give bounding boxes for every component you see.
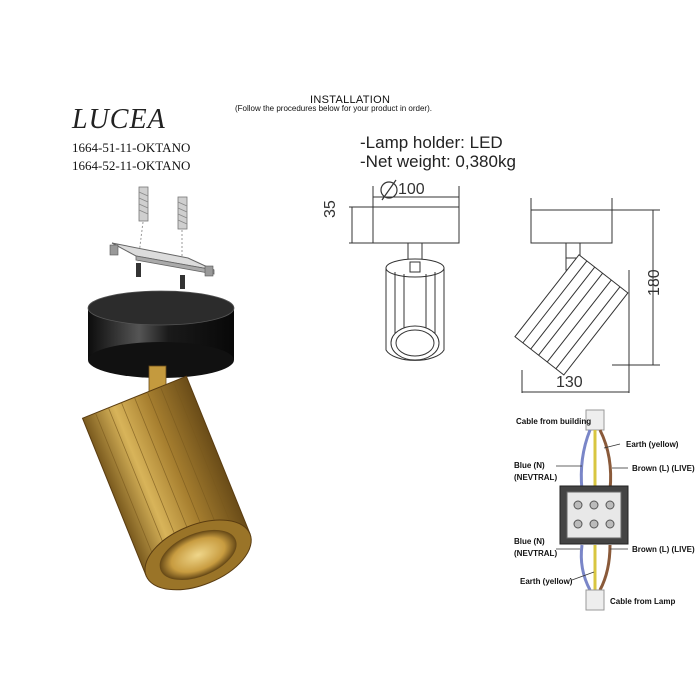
ceiling-base-icon (87, 290, 235, 378)
label-brown-bottom: Brown (L) (LIVE) (632, 545, 695, 554)
mounting-bracket-icon (109, 242, 215, 277)
screw-icon (136, 263, 185, 289)
product-code-2: 1664-52-11-OKTANO (72, 158, 191, 173)
diameter-symbol-icon (380, 179, 398, 201)
label-earth-bottom: Earth (yellow) (520, 577, 573, 586)
lamp-body-icon (81, 375, 252, 591)
brand-name: LUCEA (72, 104, 166, 135)
dim-width: 130 (556, 374, 583, 391)
spec-net-weight: -Net weight: 0,380kg (360, 152, 516, 171)
spec-lamp-holder: -Lamp holder: LED (360, 133, 503, 152)
product-code-1: 1664-51-11-OKTANO (72, 140, 191, 155)
wall-plug-icon (138, 186, 188, 230)
installation-subtitle: (Follow the procedures below for your pr… (235, 104, 432, 113)
wiring-diagram (556, 409, 629, 611)
label-cable-building: Cable from building (516, 417, 592, 426)
dim-diameter: 100 (398, 181, 425, 198)
label-cable-lamp: Cable from Lamp (610, 597, 676, 606)
terminal-block-icon (559, 485, 629, 545)
label-blue-bottom-1: Blue (N) (514, 537, 545, 546)
label-blue-top-1: Blue (N) (514, 461, 545, 470)
label-blue-bottom-2: (NEVTRAL) (514, 549, 558, 558)
label-blue-top-2: (NEVTRAL) (514, 473, 558, 482)
label-brown-top: Brown (L) (LIVE) (632, 464, 695, 473)
label-earth-top: Earth (yellow) (626, 440, 679, 449)
installation-title: INSTALLATION (310, 94, 391, 106)
